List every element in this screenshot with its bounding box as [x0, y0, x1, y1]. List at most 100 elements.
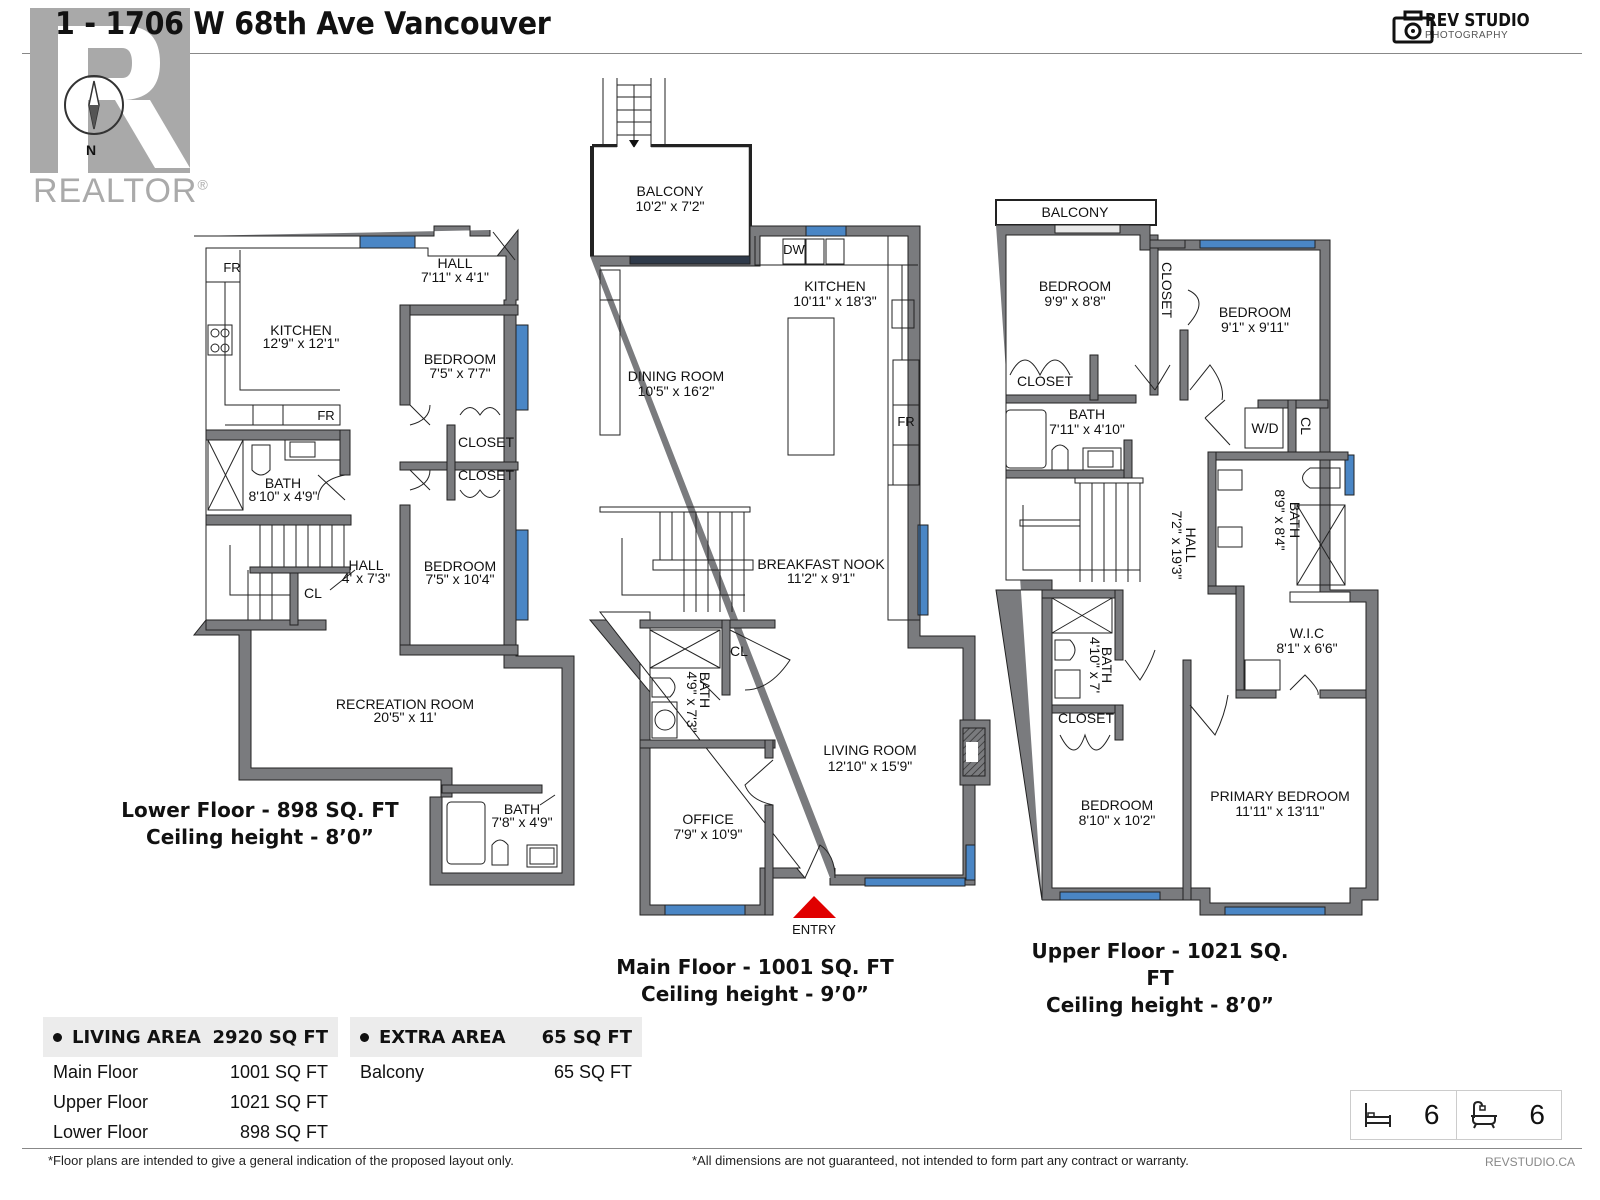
- svg-text:FR: FR: [317, 408, 334, 423]
- floor-plans: FR FR KITCHEN 12'9" x 12'1" HALL 7'11" x…: [192, 78, 1379, 937]
- svg-text:HALL: HALL: [437, 255, 472, 271]
- svg-text:CLOSET: CLOSET: [458, 467, 514, 483]
- main-floor-ceiling: Ceiling height - 9’0”: [641, 982, 869, 1006]
- svg-text:8'9" x 8'4": 8'9" x 8'4": [1272, 489, 1288, 550]
- svg-text:BATH: BATH: [504, 801, 540, 817]
- bedroom-count: 6: [1351, 1091, 1457, 1139]
- svg-text:CLOSET: CLOSET: [1159, 262, 1175, 318]
- page-title: 1 - 1706 W 68th Ave Vancouver: [55, 6, 551, 42]
- svg-text:CLOSET: CLOSET: [458, 434, 514, 450]
- bullet-icon: [53, 1033, 62, 1042]
- svg-text:ENTRY: ENTRY: [792, 922, 836, 937]
- svg-text:20'5" x 11': 20'5" x 11': [374, 709, 437, 725]
- svg-text:CL: CL: [730, 643, 748, 659]
- disclaimer-right: *All dimensions are not guaranteed, not …: [692, 1153, 1189, 1168]
- svg-text:BALCONY: BALCONY: [637, 183, 705, 199]
- svg-text:4'10" x 7': 4'10" x 7': [1087, 637, 1103, 693]
- svg-text:BATH: BATH: [1069, 406, 1105, 422]
- svg-text:7'5" x 10'4": 7'5" x 10'4": [426, 571, 495, 587]
- svg-text:W.I.C: W.I.C: [1290, 625, 1324, 641]
- main-floor-area: Main Floor - 1001 SQ. FT: [616, 955, 894, 979]
- svg-text:CLOSET: CLOSET: [1017, 373, 1073, 389]
- svg-text:HALL: HALL: [1183, 527, 1199, 562]
- svg-text:BEDROOM: BEDROOM: [1039, 278, 1111, 294]
- svg-text:BATH: BATH: [1099, 647, 1115, 683]
- living-area-total: 2920 SQ FT: [212, 1026, 328, 1048]
- bathtub-icon: [1470, 1100, 1497, 1129]
- room-counts: 6 6: [1350, 1090, 1562, 1140]
- svg-text:4' x 7'3": 4' x 7'3": [342, 570, 390, 586]
- svg-text:8'1" x 6'6": 8'1" x 6'6": [1276, 640, 1337, 656]
- svg-text:PRIMARY BEDROOM: PRIMARY BEDROOM: [1210, 788, 1350, 804]
- svg-text:4'9" x 7'3": 4'9" x 7'3": [684, 671, 700, 732]
- svg-text:BEDROOM: BEDROOM: [424, 351, 496, 367]
- svg-text:BREAKFAST NOOK: BREAKFAST NOOK: [757, 556, 885, 572]
- svg-text:10'5" x 16'2": 10'5" x 16'2": [638, 383, 715, 399]
- rev-studio-logo: REV STUDIO PHOTOGRAPHY: [1392, 10, 1548, 44]
- camera-icon: [1392, 10, 1434, 44]
- disclaimer-left: *Floor plans are intended to give a gene…: [48, 1153, 514, 1168]
- upper-floor-ceiling: Ceiling height - 8’0”: [1046, 993, 1274, 1017]
- svg-text:CLOSET: CLOSET: [1058, 710, 1114, 726]
- svg-text:FR: FR: [897, 414, 914, 429]
- upper-floor-area: Upper Floor - 1021 SQ. FT: [1031, 939, 1289, 990]
- extra-area-header: EXTRA AREA 65 SQ FT: [350, 1017, 642, 1057]
- svg-text:8'10" x 10'2": 8'10" x 10'2": [1079, 812, 1156, 828]
- svg-text:LIVING ROOM: LIVING ROOM: [823, 742, 916, 758]
- main-floor-plan: BALCONY 10'2" x 7'2" DW KITCHEN 10'11" x…: [588, 78, 991, 937]
- footer-divider: [22, 1148, 1582, 1149]
- svg-text:BEDROOM: BEDROOM: [1219, 304, 1291, 320]
- svg-text:DW: DW: [783, 242, 805, 257]
- svg-text:BALCONY: BALCONY: [1042, 204, 1110, 220]
- svg-text:9'1" x 9'11": 9'1" x 9'11": [1221, 319, 1289, 335]
- svg-text:9'9" x 8'8": 9'9" x 8'8": [1044, 293, 1105, 309]
- bed-icon: [1365, 1103, 1391, 1127]
- realtor-logo: [30, 8, 190, 173]
- upper-floor-caption: Upper Floor - 1021 SQ. FT Ceiling height…: [1020, 938, 1300, 1019]
- svg-text:10'11" x 18'3": 10'11" x 18'3": [793, 293, 877, 309]
- svg-text:KITCHEN: KITCHEN: [804, 278, 865, 294]
- site-link[interactable]: REVSTUDIO.CA: [1485, 1155, 1576, 1169]
- lower-floor-plan: FR FR KITCHEN 12'9" x 12'1" HALL 7'11" x…: [192, 225, 575, 886]
- lower-floor-area: Lower Floor - 898 SQ. FT: [121, 798, 399, 822]
- svg-text:OFFICE: OFFICE: [682, 811, 733, 827]
- svg-text:KITCHEN: KITCHEN: [270, 322, 331, 338]
- svg-text:HALL: HALL: [348, 557, 383, 573]
- svg-text:7'11" x 4'1": 7'11" x 4'1": [421, 269, 489, 285]
- svg-text:BATH: BATH: [265, 475, 301, 491]
- svg-text:BATH: BATH: [1287, 502, 1303, 538]
- lower-floor-ceiling: Ceiling height - 8’0”: [146, 825, 374, 849]
- main-floor-caption: Main Floor - 1001 SQ. FT Ceiling height …: [615, 954, 895, 1008]
- svg-text:7'5" x 7'7": 7'5" x 7'7": [429, 365, 490, 381]
- svg-text:7'9" x 10'9": 7'9" x 10'9": [674, 826, 743, 842]
- lower-floor-caption: Lower Floor - 898 SQ. FT Ceiling height …: [120, 797, 400, 851]
- living-area-header: LIVING AREA 2920 SQ FT: [43, 1017, 338, 1057]
- bathroom-count: 6: [1457, 1091, 1562, 1139]
- svg-text:7'2" x 19'3": 7'2" x 19'3": [1169, 511, 1185, 580]
- header-divider: [22, 53, 1582, 54]
- svg-text:10'2" x 7'2": 10'2" x 7'2": [636, 198, 705, 214]
- svg-text:8'10" x 4'9": 8'10" x 4'9": [249, 488, 318, 504]
- svg-text:11'11" x 13'11": 11'11" x 13'11": [1235, 803, 1324, 819]
- compass-label: N: [86, 142, 97, 158]
- bullet-icon: [360, 1033, 369, 1042]
- svg-text:12'9" x 12'1": 12'9" x 12'1": [263, 335, 340, 351]
- realtor-wordmark: REALTOR®: [33, 172, 209, 210]
- brand-name: REV STUDIO: [1425, 10, 1530, 31]
- extra-area-total: 65 SQ FT: [541, 1026, 632, 1048]
- brand-sub: PHOTOGRAPHY: [1425, 30, 1509, 41]
- svg-text:BEDROOM: BEDROOM: [1081, 797, 1153, 813]
- svg-text:BEDROOM: BEDROOM: [424, 558, 496, 574]
- svg-text:11'2" x 9'1": 11'2" x 9'1": [787, 570, 855, 586]
- svg-text:DINING ROOM: DINING ROOM: [628, 368, 724, 384]
- svg-text:RECREATION ROOM: RECREATION ROOM: [336, 696, 474, 712]
- svg-text:BATH: BATH: [697, 672, 713, 708]
- svg-text:12'10" x 15'9": 12'10" x 15'9": [828, 758, 913, 774]
- svg-text:CL: CL: [304, 585, 322, 601]
